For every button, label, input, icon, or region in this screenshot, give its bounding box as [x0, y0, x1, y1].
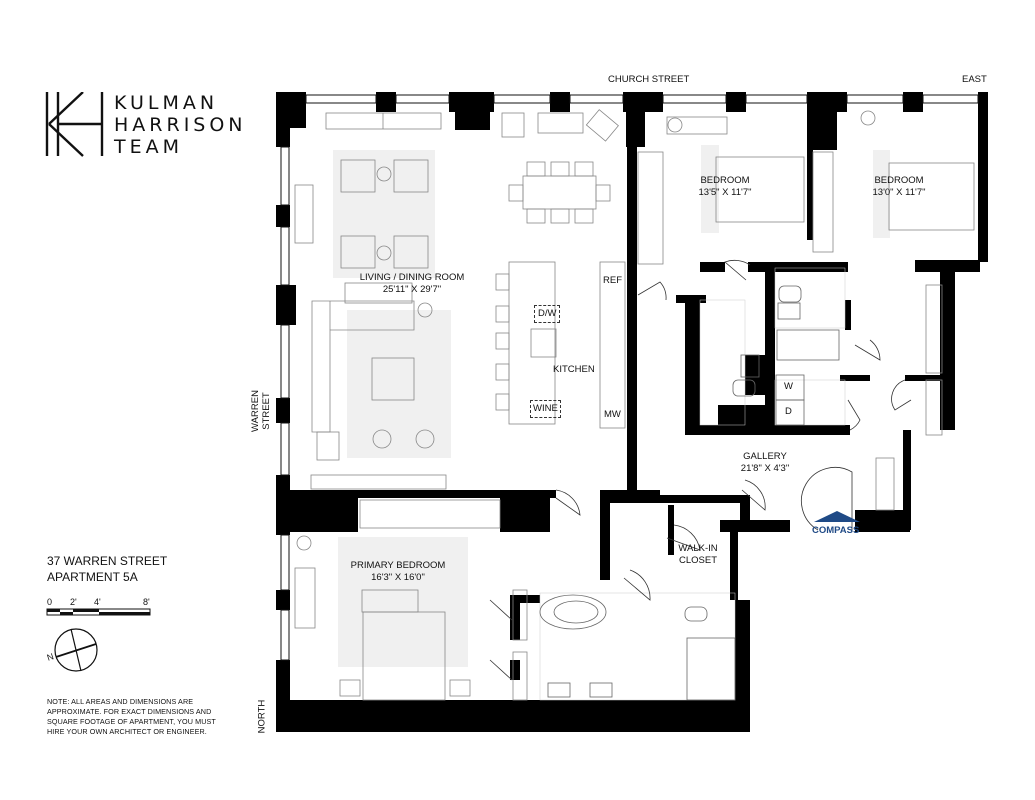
scale-tick-2: 2' — [70, 597, 77, 607]
brand-logo: KULMAN HARRISON TEAM — [44, 92, 244, 158]
appliance-mw: MW — [604, 409, 621, 420]
room-bedroom-1-dims: 13'5" X 11'7" — [698, 187, 752, 198]
room-gallery-name: GALLERY — [743, 451, 787, 462]
room-primary-dims: 16'3" X 16'0" — [371, 572, 425, 583]
room-bedroom-1-name: BEDROOM — [700, 175, 750, 186]
appliance-dishwasher: D/W — [534, 305, 561, 323]
property-address: 37 WARREN STREET APARTMENT 5A — [47, 553, 167, 585]
room-kitchen: KITCHEN — [553, 364, 595, 375]
logo-line-3: TEAM — [114, 136, 184, 158]
room-living: LIVING / DINING ROOM 25'11" X 29'7" — [352, 272, 472, 296]
room-living-dims: 25'11" X 29'7" — [382, 284, 442, 295]
scale-bar: 0 2' 4' 8' — [46, 597, 156, 621]
room-walkin-line2: CLOSET — [678, 555, 717, 566]
appliance-wine: WINE — [530, 400, 561, 418]
room-living-name: LIVING / DINING ROOM — [359, 272, 465, 283]
address-line-1: 37 WARREN STREET — [47, 554, 168, 568]
address-line-2: APARTMENT 5A — [47, 570, 138, 584]
room-gallery-dims: 21'8" X 4'3" — [740, 463, 790, 474]
street-label-church: CHURCH STREET — [608, 74, 690, 85]
appliance-ref: REF — [603, 275, 622, 286]
kh-monogram-icon — [45, 92, 104, 157]
room-gallery: GALLERY 21'8" X 4'3" — [730, 451, 800, 475]
north-compass-rose: N — [44, 626, 104, 676]
room-bedroom-2-dims: 13'0" X 11'7" — [872, 187, 926, 198]
compass-brand-icon — [814, 511, 860, 522]
room-bedroom-1: BEDROOM 13'5" X 11'7" — [690, 175, 760, 199]
room-walk-in-closet: WALK-IN CLOSET — [676, 543, 720, 567]
note-line-1: NOTE: ALL AREAS AND DIMENSIONS ARE — [47, 697, 194, 706]
room-walkin-line1: WALK-IN — [678, 543, 718, 554]
street-label-east: EAST — [962, 74, 987, 85]
compass-brand-label: COMPASS — [812, 525, 860, 536]
room-primary-name: PRIMARY BEDROOM — [350, 560, 446, 571]
note-line-2: APPROXIMATE. FOR EXACT DIMENSIONS AND — [47, 707, 212, 716]
scale-tick-4: 4' — [94, 597, 101, 607]
room-bedroom-2-name: BEDROOM — [874, 175, 924, 186]
note-line-3: SQUARE FOOTAGE OF APARTMENT, YOU MUST — [47, 717, 216, 726]
scale-tick-0: 0 — [47, 597, 53, 607]
room-primary-bedroom: PRIMARY BEDROOM 16'3" X 16'0" — [345, 560, 451, 584]
logo-line-1: KULMAN — [114, 92, 219, 114]
scale-tick-8: 8' — [143, 597, 150, 607]
note-line-4: HIRE YOUR OWN ARCHITECT OR ENGINEER. — [47, 727, 207, 736]
appliance-washer: W — [784, 381, 793, 392]
disclaimer-note: NOTE: ALL AREAS AND DIMENSIONS ARE APPRO… — [47, 697, 216, 737]
logo-line-2: HARRISON — [114, 114, 247, 136]
room-bedroom-2: BEDROOM 13'0" X 11'7" — [864, 175, 934, 199]
appliance-dryer: D — [785, 406, 792, 417]
